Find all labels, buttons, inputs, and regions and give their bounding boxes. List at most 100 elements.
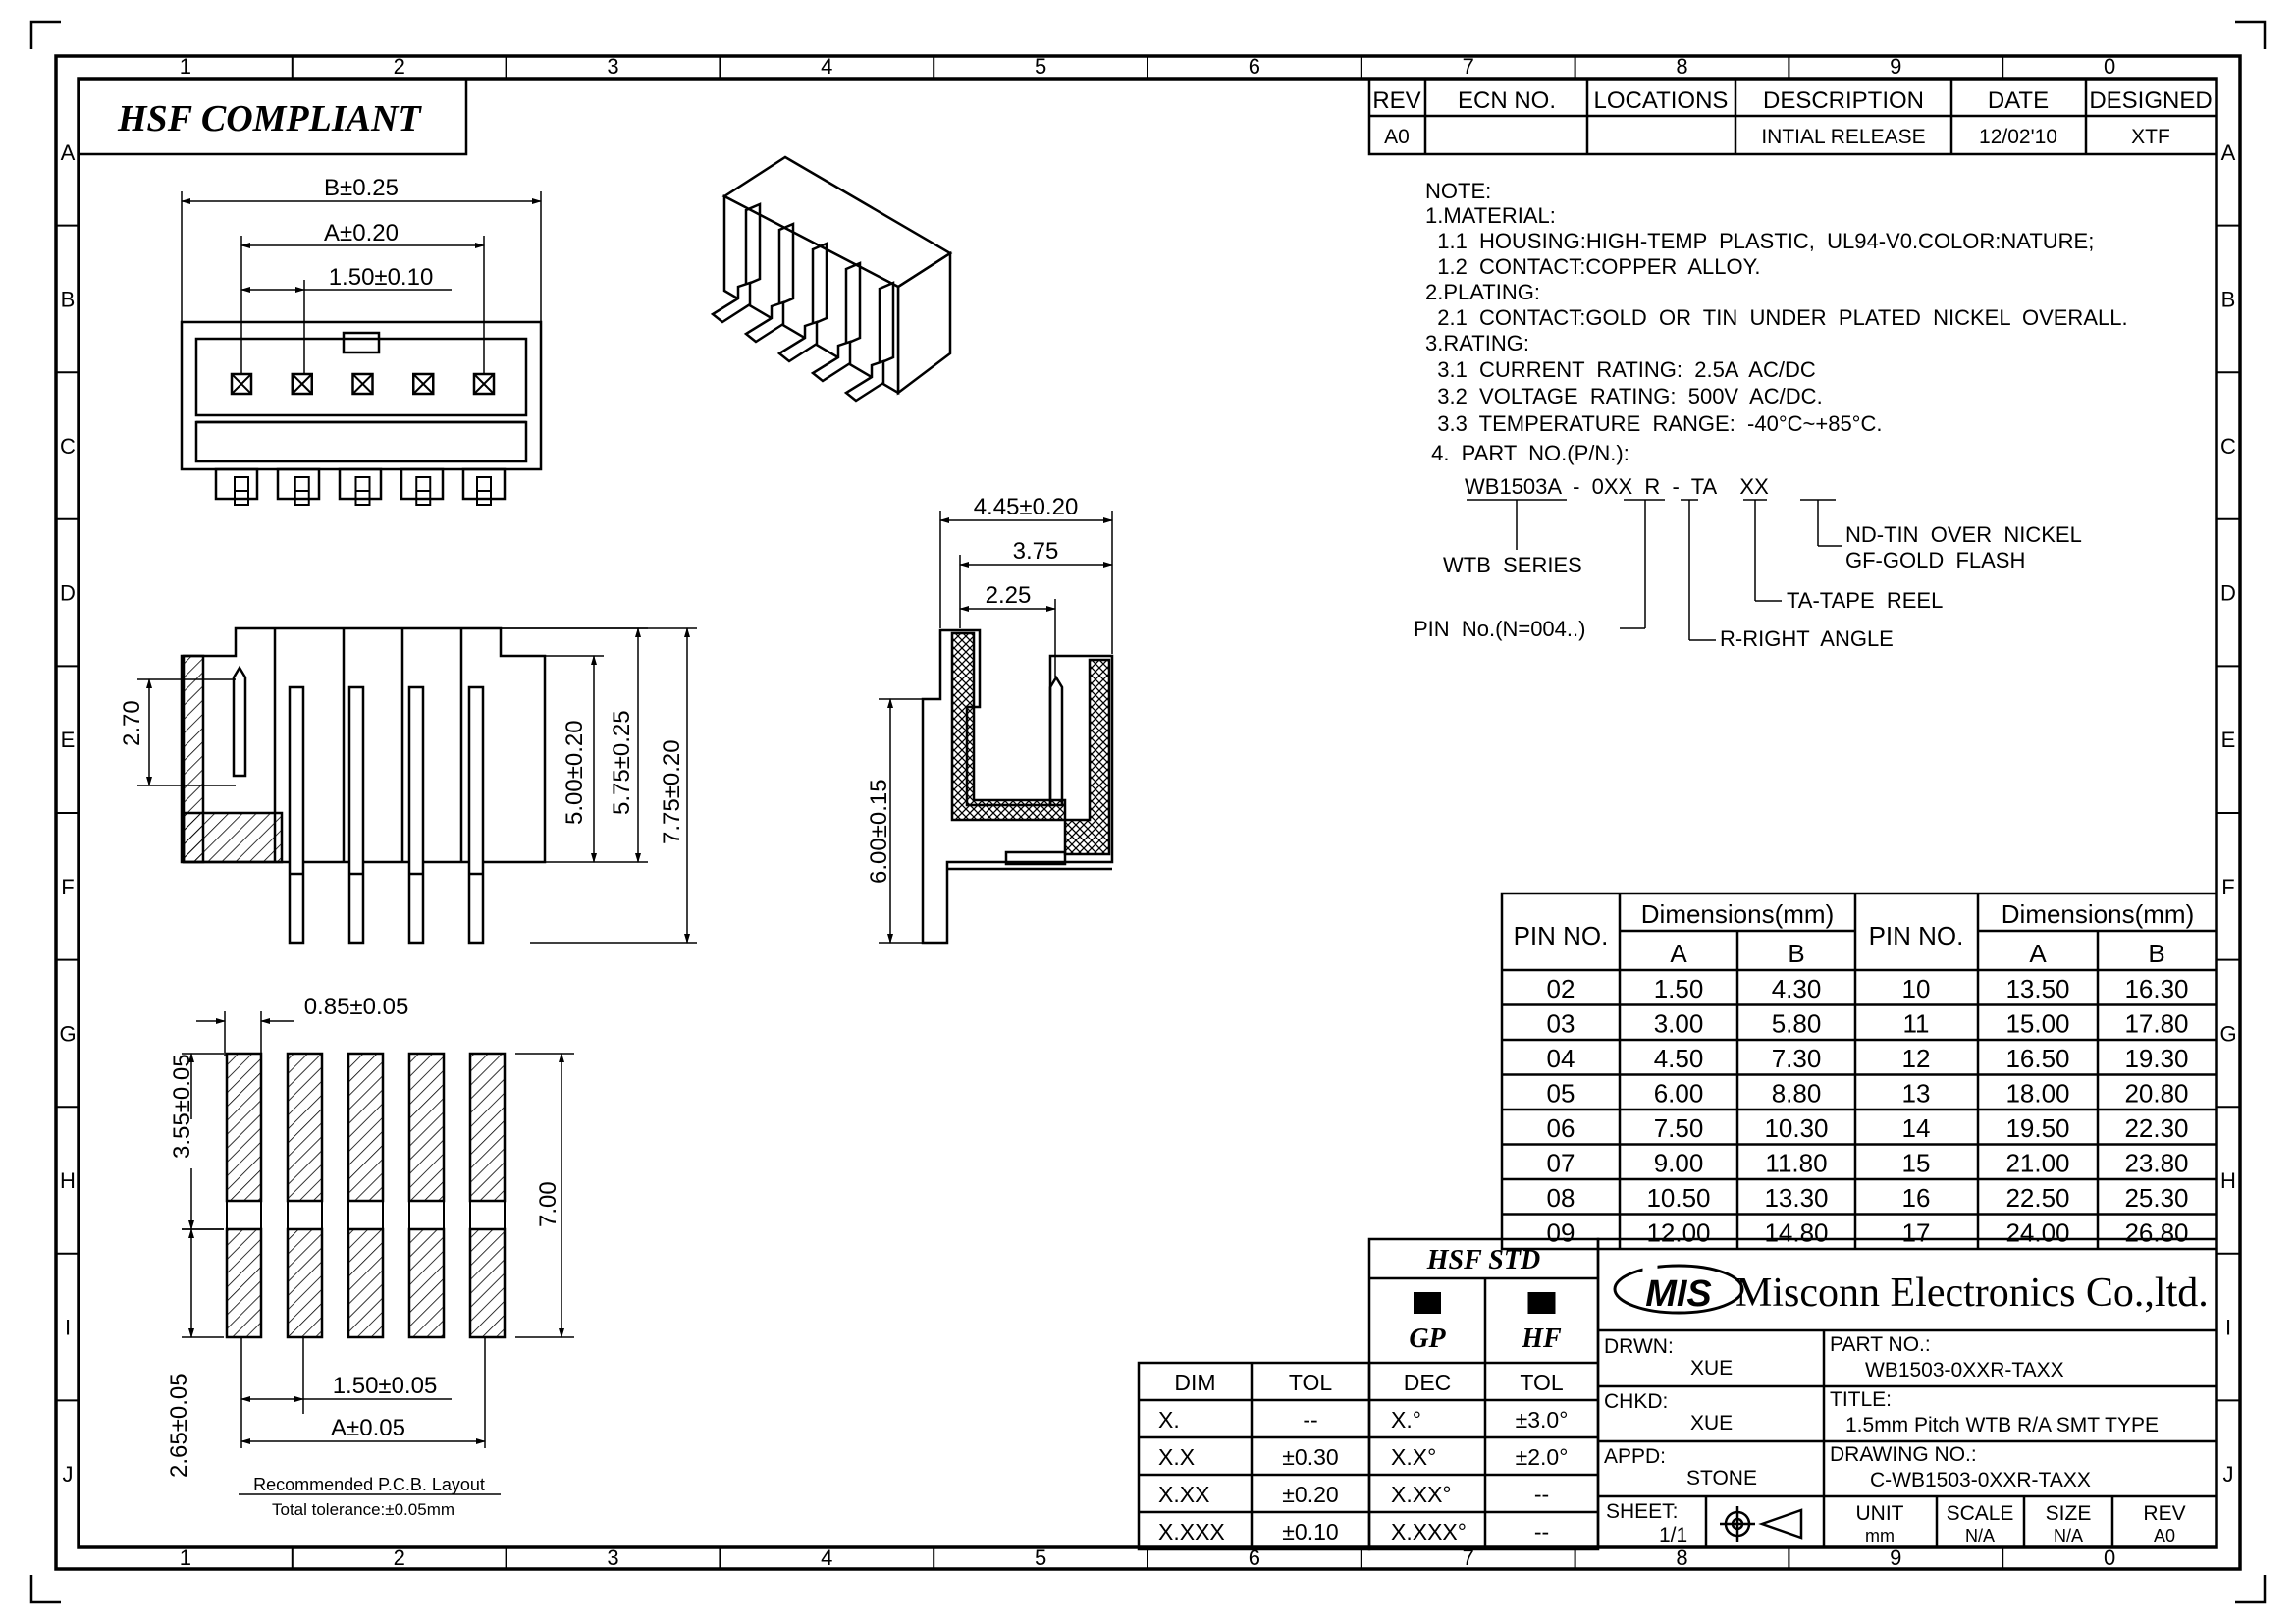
locations-header: LOCATIONS xyxy=(1594,87,1729,114)
pcb-layout-pads xyxy=(225,1052,507,1339)
dim-b-cell: 20.80 xyxy=(2124,1079,2188,1109)
row-label: I xyxy=(2225,1316,2231,1340)
row-label: G xyxy=(2219,1021,2236,1046)
pcb-layout-dims xyxy=(182,1011,574,1495)
dim-a-cell: 24.00 xyxy=(2005,1218,2069,1248)
drawing-no-label: DRAWING NO.: xyxy=(1830,1443,1977,1466)
isometric-pins xyxy=(710,202,895,403)
drwn-value: XUE xyxy=(1690,1357,1733,1380)
row-label: G xyxy=(59,1021,76,1046)
dim-4-45: 4.45±0.20 xyxy=(974,494,1079,520)
size-value: N/A xyxy=(2054,1526,2083,1545)
dim-b-cell: 4.30 xyxy=(1772,974,1822,1003)
top-view-pins xyxy=(230,372,496,506)
scale-label: SCALE xyxy=(1947,1502,2014,1525)
iso-pin-slot xyxy=(744,202,762,287)
row-label: A xyxy=(2221,140,2236,165)
pcb-tolerance: Total tolerance:±0.05mm xyxy=(272,1500,454,1519)
part-number-leaders xyxy=(1467,499,1842,641)
dim-a-cell: 7.50 xyxy=(1654,1113,1704,1143)
revision-table xyxy=(1367,77,2218,156)
pin-no-header: PIN NO. xyxy=(1514,921,1609,950)
top-view-dims xyxy=(181,191,542,373)
column-label: 9 xyxy=(1890,54,1901,79)
dimensions-header: Dimensions(mm) xyxy=(1641,899,1834,929)
iso-pin-slot xyxy=(844,261,862,346)
column-label: 5 xyxy=(1035,1545,1046,1570)
note-line: 3.2 VOLTAGE RATING: 500V AC/DC. xyxy=(1425,384,1823,408)
ecn-header: ECN NO. xyxy=(1458,87,1556,114)
front-view xyxy=(180,626,547,864)
dim-b-cell: 19.30 xyxy=(2124,1044,2188,1073)
row-label: A xyxy=(61,140,76,165)
dim-b-cell: 8.80 xyxy=(1772,1079,1822,1109)
description-header: DESCRIPTION xyxy=(1763,87,1924,114)
dec-cell: X.XXX° xyxy=(1391,1519,1467,1544)
row-label: E xyxy=(2221,728,2236,752)
corner-marks xyxy=(29,20,2267,1604)
title-block xyxy=(1596,1237,2218,1549)
dim-2-65: 2.65±0.05 xyxy=(166,1373,192,1478)
pcb-pad-upper xyxy=(468,1052,507,1203)
front-pin xyxy=(288,685,305,945)
dec-cell: X.XX° xyxy=(1391,1482,1452,1507)
pin-count-cell: 03 xyxy=(1547,1009,1575,1039)
iso-pin-leg xyxy=(810,340,852,383)
pcb-pad-lower xyxy=(407,1227,446,1339)
chkd-value: XUE xyxy=(1690,1412,1733,1435)
dim-0-85: 0.85±0.05 xyxy=(304,994,409,1020)
dim-b-cell: 10.30 xyxy=(1764,1113,1828,1143)
note-line: 1.2 CONTACT:COPPER ALLOY. xyxy=(1425,254,1761,279)
pcb-caption: Recommended P.C.B. Layout xyxy=(253,1475,485,1494)
row-label: E xyxy=(61,728,76,752)
pcb-pad-upper xyxy=(347,1052,385,1203)
dim-pitch: 1.50±0.10 xyxy=(329,264,434,291)
column-label: 9 xyxy=(1890,1545,1901,1570)
dim-2-70: 2.70 xyxy=(119,700,145,746)
dim-b-cell: 14.80 xyxy=(1764,1218,1828,1248)
note-line: 2.PLATING: xyxy=(1425,280,1540,304)
row-label: D xyxy=(60,581,76,606)
tol-cell: -- xyxy=(1303,1407,1317,1433)
tape-reel-label: TA-TAPE REEL xyxy=(1787,588,1943,613)
pcb-pad-lower xyxy=(347,1227,385,1339)
note-line: 3.1 CURRENT RATING: 2.5A AC/DC xyxy=(1425,357,1816,382)
column-label: 5 xyxy=(1035,54,1046,79)
column-label: 1 xyxy=(180,54,191,79)
note-line: 4. PART NO.(P/N.): xyxy=(1425,441,1629,465)
dim-2-25: 2.25 xyxy=(986,582,1032,609)
hsf-mark-label: HF xyxy=(1521,1324,1562,1354)
pin-count-cell: 12 xyxy=(1902,1044,1931,1073)
pin-no-label: PIN No.(N=004..) xyxy=(1414,617,1585,641)
drwn-label: DRWN: xyxy=(1604,1335,1674,1358)
pcb-pad-upper xyxy=(407,1052,446,1203)
column-label: 0 xyxy=(2104,54,2115,79)
note-line: 3.RATING: xyxy=(1425,331,1529,355)
dim-a-cell: 16.50 xyxy=(2005,1044,2069,1073)
scale-value: N/A xyxy=(1965,1526,1995,1545)
tol-cell: ±0.20 xyxy=(1282,1482,1338,1507)
column-label: 4 xyxy=(821,54,832,79)
company-name: Misconn Electronics Co.,ltd. xyxy=(1735,1271,2209,1316)
plating-code-gold: GF-GOLD FLASH xyxy=(1845,548,2025,572)
dim-a: A±0.20 xyxy=(324,220,399,246)
contact-square xyxy=(412,372,435,396)
rev-block-value: A0 xyxy=(2154,1526,2175,1545)
column-label: 8 xyxy=(1676,1545,1687,1570)
note-line: 3.3 TEMPERATURE RANGE: -40°C~+85°C. xyxy=(1425,411,1882,436)
part-no-value: WB1503-0XXR-TAXX xyxy=(1865,1359,2064,1381)
dim-7-00: 7.00 xyxy=(535,1181,561,1227)
front-view-dims xyxy=(137,627,697,944)
dim-a-cell: 13.50 xyxy=(2005,974,2069,1003)
date-header: DATE xyxy=(1988,87,2049,114)
pin-count-cell: 11 xyxy=(1903,1009,1930,1039)
appd-value: STONE xyxy=(1686,1467,1757,1489)
dim-b-cell: 17.80 xyxy=(2124,1009,2188,1039)
note-line: 2.1 CONTACT:GOLD OR TIN UNDER PLATED NIC… xyxy=(1425,305,2128,330)
dim-pcb-a: A±0.05 xyxy=(331,1415,405,1441)
angle-tol-cell: -- xyxy=(1534,1482,1549,1507)
col-b-header: B xyxy=(1788,939,1804,968)
